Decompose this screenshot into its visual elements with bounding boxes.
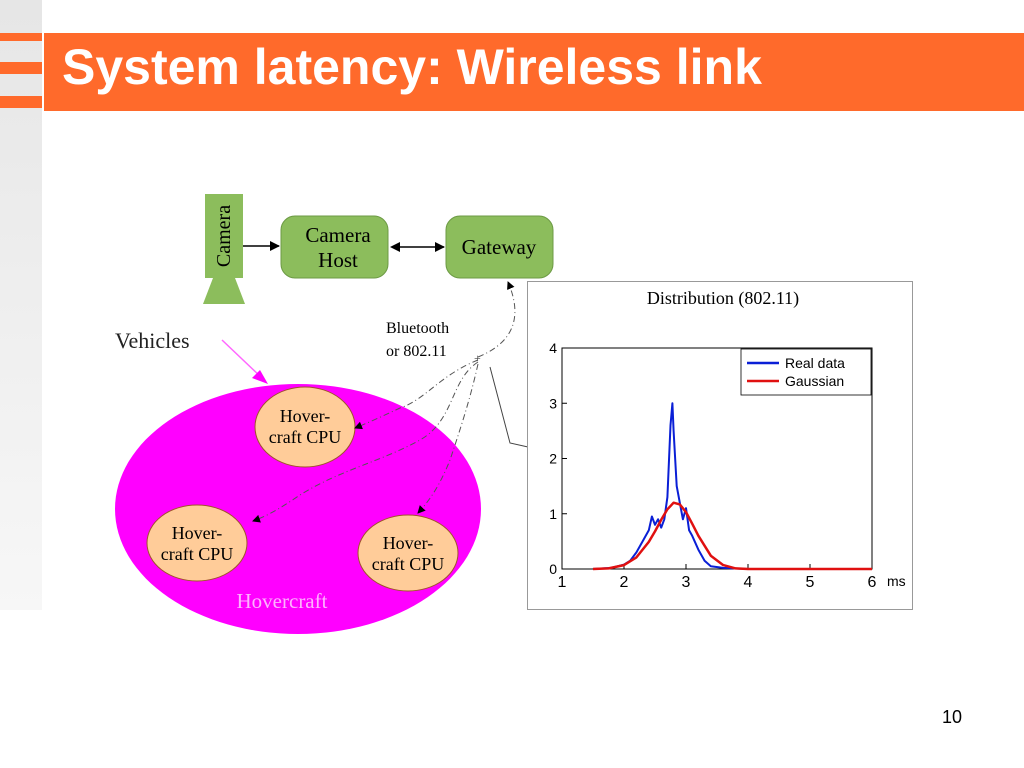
page-number: 10 xyxy=(942,707,963,727)
x-tick-label: 1 xyxy=(558,574,567,591)
camera-host-label-line1: Camera xyxy=(305,223,371,247)
cpu-node-right-line2: craft CPU xyxy=(372,554,444,574)
series-line-real-data xyxy=(592,402,749,570)
cpu-node-left-line2: craft CPU xyxy=(161,544,233,564)
y-tick-label: 2 xyxy=(549,451,557,467)
x-tick-label: 3 xyxy=(682,574,691,591)
title-bar xyxy=(44,33,1024,111)
series-layer xyxy=(592,402,872,571)
camera-host-node: Camera Host xyxy=(280,215,389,279)
vehicles-label: Vehicles xyxy=(115,328,190,353)
cpu-node-top-line1: Hover- xyxy=(280,406,331,426)
hovercraft-label: Hovercraft xyxy=(237,589,328,613)
chart-title: Distribution (802.11) xyxy=(647,288,799,309)
x-ticks: 1 2 3 4 5 6 xyxy=(558,564,877,591)
wireless-links xyxy=(252,281,516,523)
legend-label-gaussian: Gaussian xyxy=(785,373,844,389)
vehicles-pointer-head xyxy=(252,370,268,384)
link-hub-to-cpu-right xyxy=(417,363,479,514)
host-gateway-arrow-back xyxy=(390,242,400,252)
camera-host-label-line2: Host xyxy=(318,248,358,272)
x-unit-label: ms xyxy=(887,573,906,589)
chart-panel xyxy=(527,281,913,610)
y-tick-label: 3 xyxy=(549,395,557,411)
camera-node: Camera xyxy=(203,194,245,304)
link-hub-to-cpu-top xyxy=(354,359,479,430)
chart-connector xyxy=(489,366,529,448)
cpu-node-top: Hover- craft CPU xyxy=(254,386,356,468)
x-tick-label: 6 xyxy=(868,574,877,591)
series-line-gaussian xyxy=(592,501,872,571)
slide-title: System latency: Wireless link xyxy=(62,39,762,95)
link-gateway-to-hub xyxy=(477,281,516,358)
cpu-node-right-line1: Hover- xyxy=(383,533,434,553)
cpu-node-right: Hover- craft CPU xyxy=(357,514,459,592)
legend-label-real: Real data xyxy=(785,355,845,371)
bluetooth-label-line1: Bluetooth xyxy=(386,320,449,337)
y-tick-label: 4 xyxy=(549,340,557,356)
y-tick-label: 1 xyxy=(549,506,557,522)
cpu-node-left-line1: Hover- xyxy=(172,523,223,543)
link-hub-to-cpu-left xyxy=(252,361,479,523)
cpu-node-top-line2: craft CPU xyxy=(269,427,341,447)
vehicles-pointer xyxy=(221,339,263,379)
x-tick-label: 5 xyxy=(806,574,815,591)
x-tick-label: 4 xyxy=(744,574,753,591)
decor-tab-middle xyxy=(0,62,42,74)
x-tick-label: 2 xyxy=(620,574,629,591)
bluetooth-label-line2: or 802.11 xyxy=(386,343,447,360)
cpu-node-left: Hover- craft CPU xyxy=(146,504,248,582)
y-ticks: 0 1 2 3 4 xyxy=(549,340,567,577)
gateway-node: Gateway xyxy=(445,215,554,279)
gateway-label: Gateway xyxy=(462,235,537,259)
y-tick-label: 0 xyxy=(549,561,557,577)
chart-legend: Real data Gaussian xyxy=(740,348,872,396)
decor-tab-top xyxy=(0,33,42,41)
decor-tab-bottom xyxy=(0,96,42,108)
camera-label: Camera xyxy=(213,205,235,267)
link-hub-marker: + xyxy=(474,351,481,365)
